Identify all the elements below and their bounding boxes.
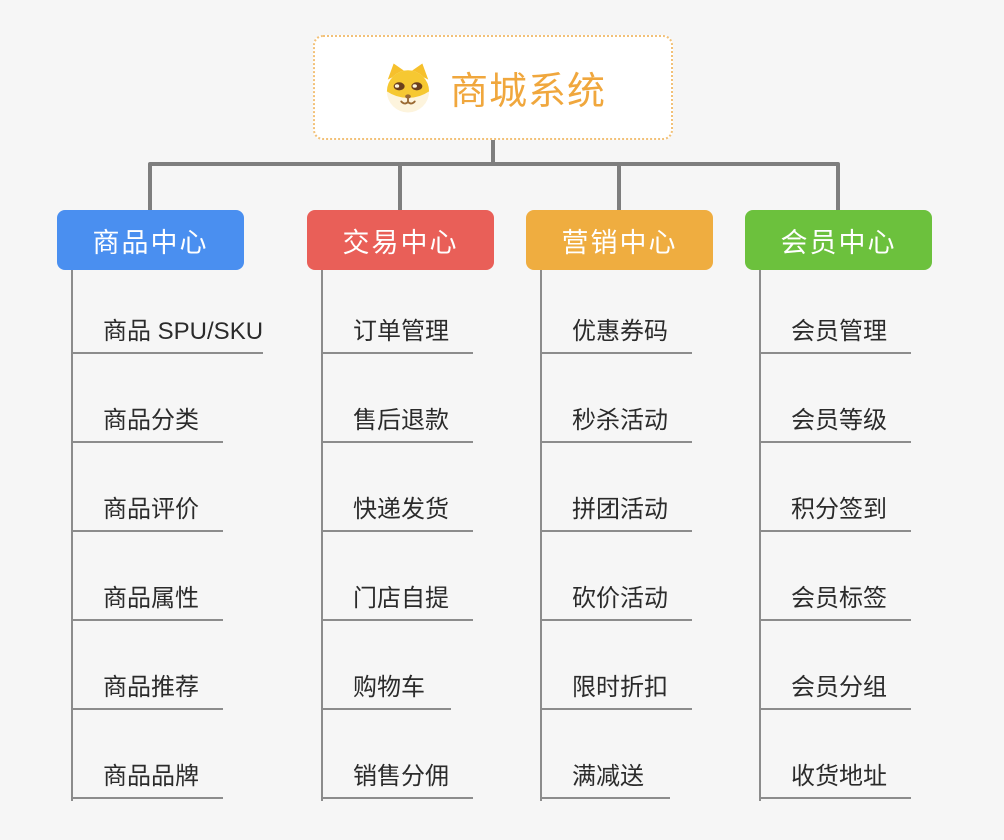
leaf-node[interactable]: 门店自提 — [321, 579, 473, 621]
leaf-node[interactable]: 商品 SPU/SKU — [71, 312, 263, 354]
leaf-node[interactable]: 会员管理 — [759, 312, 911, 354]
leaf-node[interactable]: 会员等级 — [759, 401, 911, 443]
leaf-node[interactable]: 拼团活动 — [540, 490, 692, 532]
connector-drop-marketing — [617, 164, 621, 210]
leaf-node[interactable]: 砍价活动 — [540, 579, 692, 621]
leaf-node[interactable]: 限时折扣 — [540, 668, 692, 710]
spine-trade — [321, 270, 323, 801]
spine-members — [759, 270, 761, 801]
leaf-node[interactable]: 会员标签 — [759, 579, 911, 621]
leaf-node[interactable]: 快递发货 — [321, 490, 473, 532]
dog-face-icon — [386, 63, 430, 112]
leaf-node[interactable]: 积分签到 — [759, 490, 911, 532]
leaf-node[interactable]: 商品评价 — [71, 490, 223, 532]
leaf-node[interactable]: 购物车 — [321, 668, 451, 710]
connector-drop-products — [148, 164, 152, 210]
leaf-node[interactable]: 商品品牌 — [71, 757, 223, 799]
branch-node-marketing[interactable]: 营销中心 — [526, 210, 713, 270]
connector-drop-trade — [398, 164, 402, 210]
spine-products — [71, 270, 73, 801]
leaf-node[interactable]: 订单管理 — [321, 312, 473, 354]
root-title: 商城系统 — [449, 71, 606, 113]
connector-root-stub — [491, 140, 495, 166]
leaf-node[interactable]: 商品分类 — [71, 401, 223, 443]
leaf-node[interactable]: 会员分组 — [759, 668, 911, 710]
connector-bus — [148, 162, 840, 166]
connector-drop-members — [836, 164, 840, 210]
leaf-node[interactable]: 商品推荐 — [71, 668, 223, 710]
leaf-node[interactable]: 售后退款 — [321, 401, 473, 443]
leaf-node[interactable]: 满减送 — [540, 757, 670, 799]
leaf-node[interactable]: 收货地址 — [759, 757, 911, 799]
root-node[interactable]: 商城系统 — [313, 35, 673, 140]
leaf-node[interactable]: 秒杀活动 — [540, 401, 692, 443]
spine-marketing — [540, 270, 542, 801]
leaf-node[interactable]: 销售分佣 — [321, 757, 473, 799]
branch-node-members[interactable]: 会员中心 — [745, 210, 932, 270]
leaf-node[interactable]: 优惠券码 — [540, 312, 692, 354]
leaf-node[interactable]: 商品属性 — [71, 579, 223, 621]
branch-node-products[interactable]: 商品中心 — [57, 210, 244, 270]
branch-node-trade[interactable]: 交易中心 — [307, 210, 494, 270]
